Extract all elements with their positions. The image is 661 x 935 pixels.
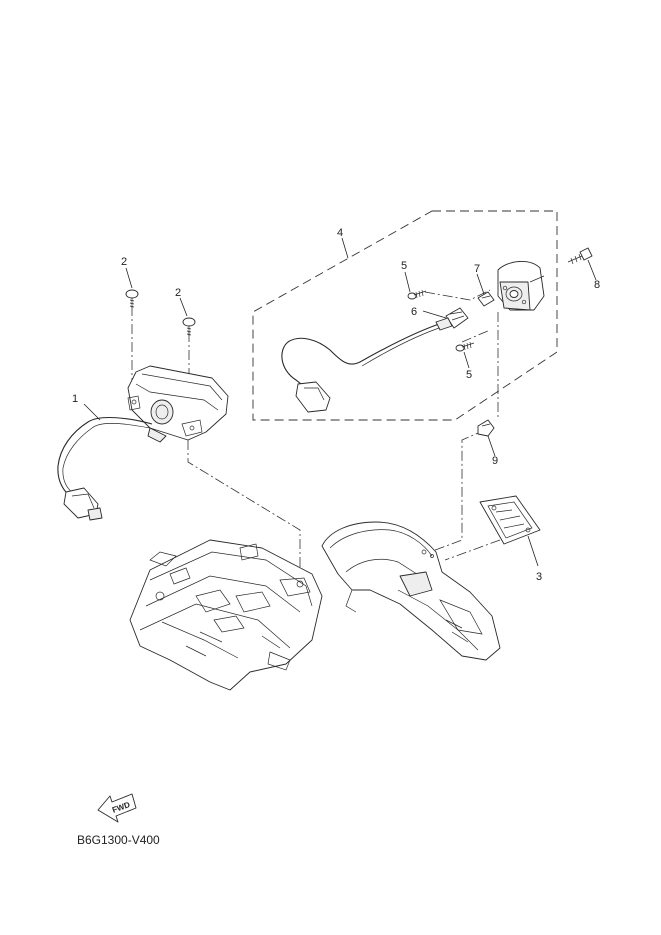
callout-3: 3	[536, 571, 542, 583]
license-light-housing	[497, 261, 545, 311]
callout-1: 1	[72, 393, 78, 405]
callout-2-right: 2	[175, 287, 181, 299]
screw-2-left	[125, 289, 139, 308]
screw-5-upper	[407, 289, 427, 300]
grommet-9	[477, 419, 495, 437]
callout-7: 7	[474, 263, 480, 275]
tail-light-wire-harness	[57, 417, 153, 521]
tail-light-assembly	[127, 365, 229, 443]
license-light-wire	[281, 321, 446, 413]
callout-2-left: 2	[121, 256, 127, 268]
bolt-8	[567, 247, 593, 265]
callout-8: 8	[594, 279, 600, 291]
screw-5-lower	[455, 341, 475, 352]
license-plate-bracket-3	[479, 495, 541, 545]
fwd-arrow-icon: FWD	[97, 793, 137, 823]
diagram-code: B6G1300-V400	[77, 833, 160, 847]
bulb-7	[477, 291, 495, 307]
screw-2-right	[182, 317, 196, 336]
bulb-socket-6	[435, 307, 469, 331]
callout-9: 9	[492, 455, 498, 467]
callout-leaders	[83, 237, 597, 567]
callout-5-lower: 5	[466, 369, 472, 381]
callout-6: 6	[411, 306, 417, 318]
rear-fender	[321, 521, 501, 661]
rear-frame	[129, 539, 323, 691]
callout-5-upper: 5	[401, 260, 407, 272]
callout-4: 4	[337, 227, 343, 239]
